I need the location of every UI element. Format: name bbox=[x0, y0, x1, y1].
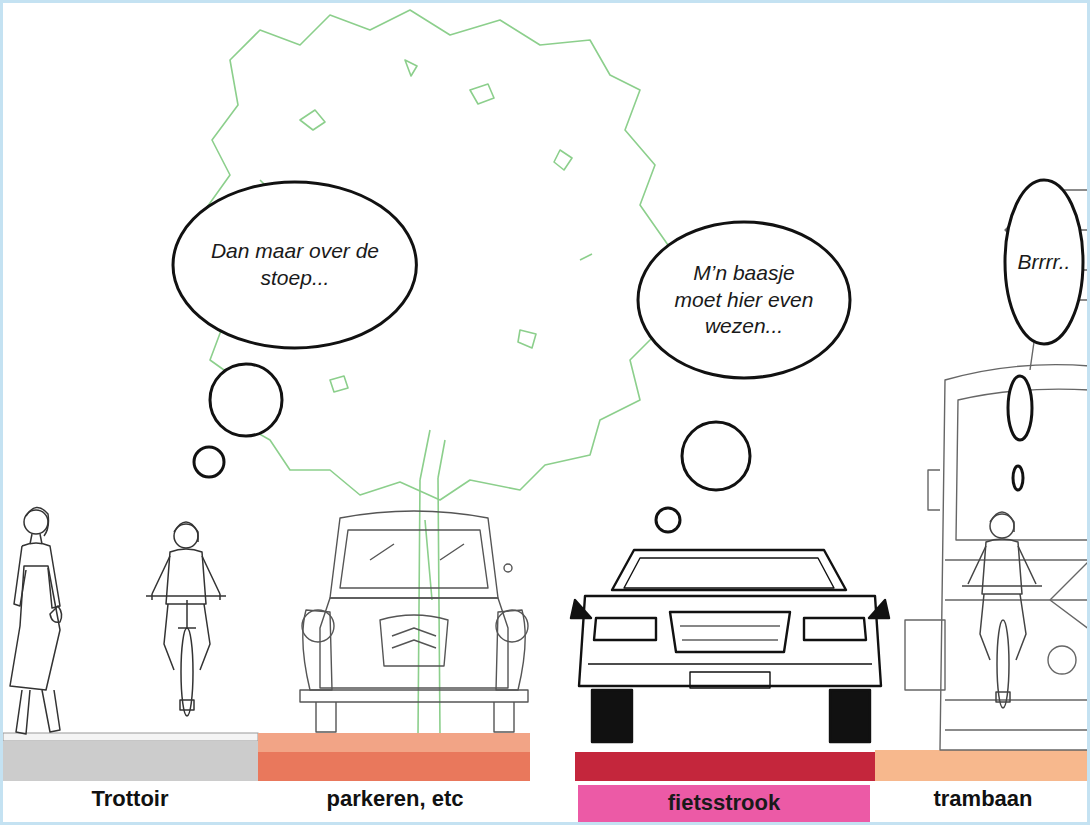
pedestrian-figure bbox=[10, 507, 62, 734]
band-label: Trottoir bbox=[20, 786, 240, 812]
band-label: trambaan bbox=[873, 786, 1090, 812]
ground-bands bbox=[3, 733, 1087, 781]
thought-bubble: M’n baasje moet hier even wezen... bbox=[636, 220, 852, 380]
bubble-outline bbox=[171, 180, 418, 350]
thought-text: Brrrr.. bbox=[1018, 249, 1071, 276]
band-label-box: fietsstrook bbox=[578, 785, 870, 822]
parked-car bbox=[300, 511, 528, 732]
bubble-ellipse bbox=[1005, 180, 1083, 344]
band-label: parkeren, etc bbox=[285, 786, 505, 812]
bubble-ellipse bbox=[638, 222, 850, 378]
thought-trail bbox=[194, 364, 1032, 532]
bubble-ellipse bbox=[173, 182, 416, 348]
thought-text: Dan maar over de stoep... bbox=[210, 238, 380, 291]
band-label: fietsstrook bbox=[668, 790, 780, 816]
thought-text: M’n baasje moet hier even wezen... bbox=[674, 260, 814, 340]
thought-bubble: Brrrr.. bbox=[1003, 178, 1085, 346]
thought-bubble: Dan maar over de stoep... bbox=[171, 180, 418, 350]
cyclist-figure bbox=[962, 512, 1042, 708]
band-rect bbox=[578, 785, 870, 822]
cyclist-figure bbox=[146, 522, 226, 716]
car-on-bike-lane bbox=[571, 550, 889, 742]
